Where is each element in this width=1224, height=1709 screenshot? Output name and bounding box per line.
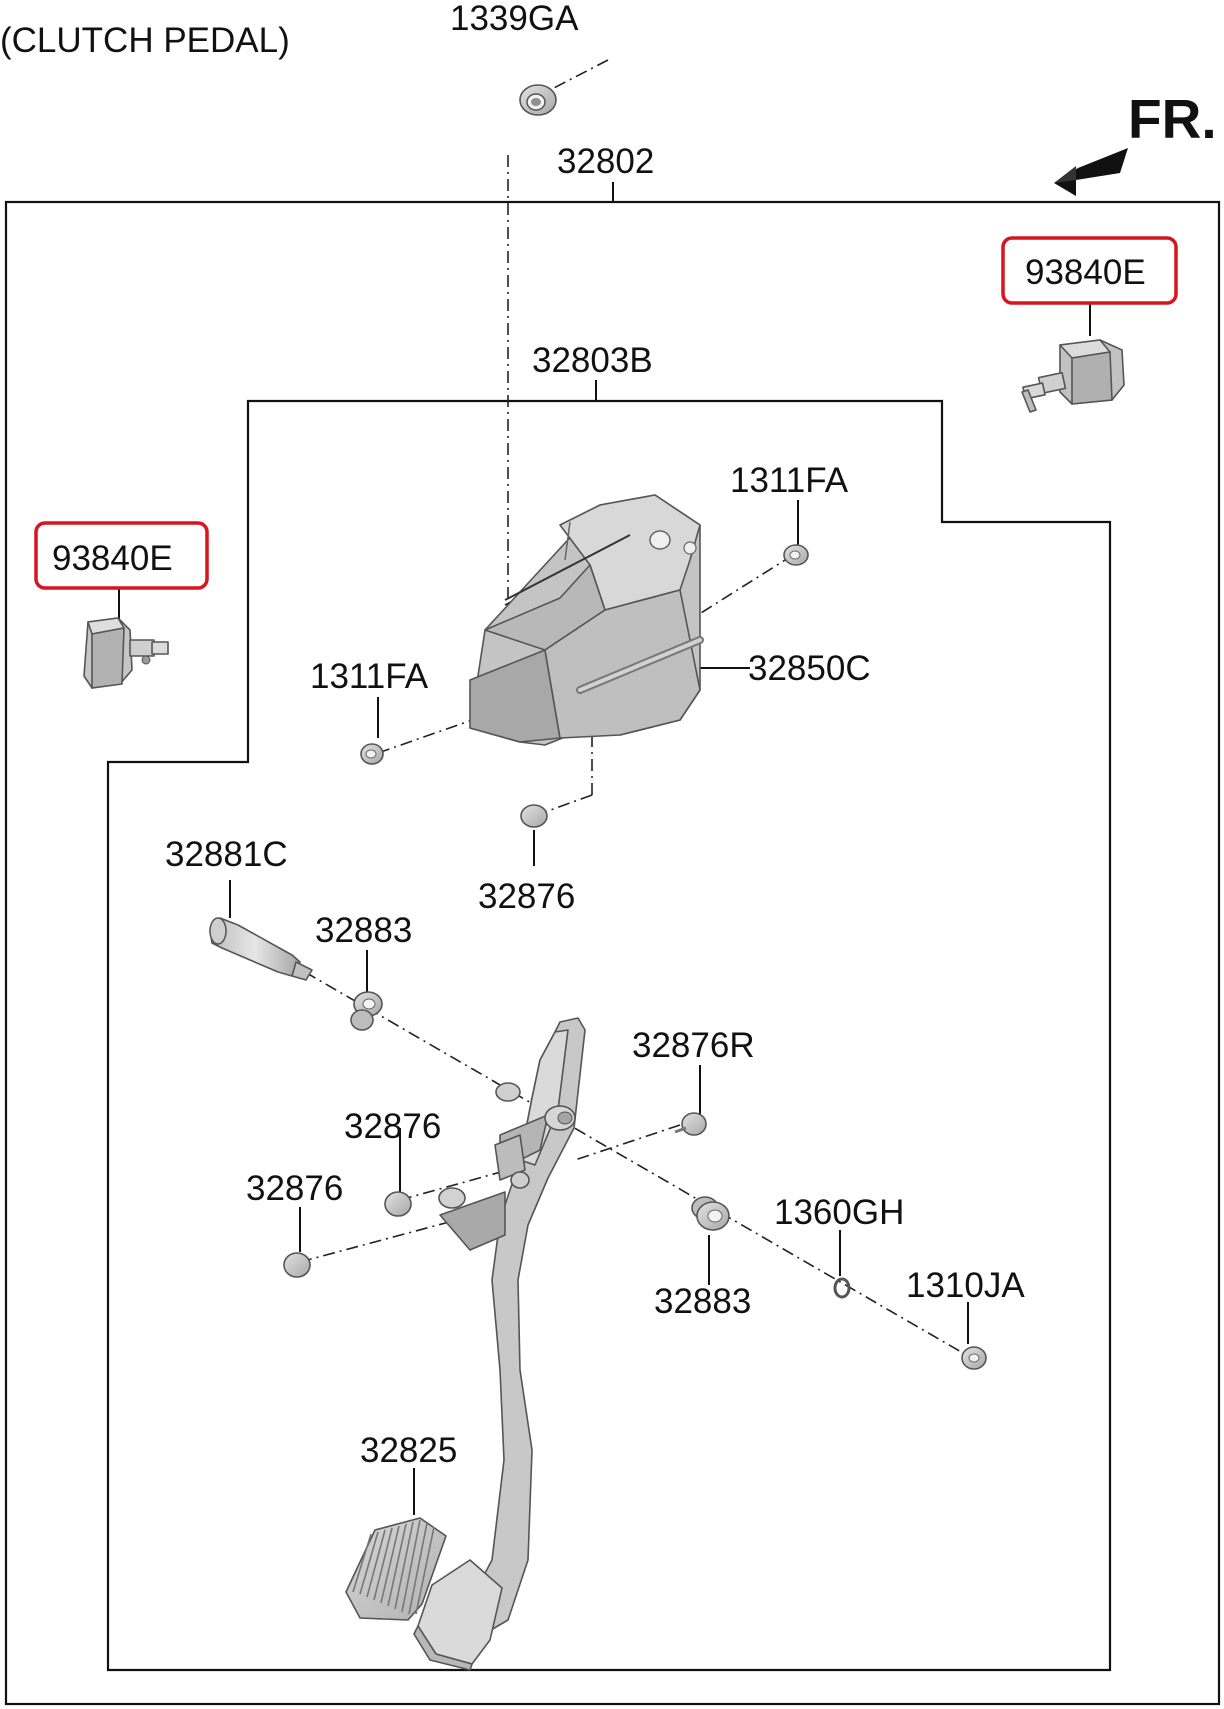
label-32876-low: 32876 [246, 1169, 343, 1208]
front-arrow-tip-icon [1054, 166, 1076, 183]
label-32883-bottom: 32883 [654, 1282, 751, 1321]
label-32876-mid: 32876 [344, 1107, 441, 1146]
front-direction-label: FR. [1128, 88, 1217, 150]
axis-32876r [574, 1124, 681, 1161]
axis-1311fa-right [684, 554, 794, 624]
assembly-32802-box [4, 200, 1221, 1706]
axis-pivot-shaft [304, 971, 976, 1361]
bushing-32883-bottom-icon [691, 1196, 730, 1231]
label-93840e-right: 93840E [1025, 253, 1146, 292]
axis-32876-low [299, 1202, 521, 1263]
axis-1311fa-left [377, 717, 479, 754]
highlight-93840e-left [34, 521, 209, 590]
shaft-32881c-icon [209, 917, 313, 981]
highlight-93840e-right [1001, 236, 1178, 305]
stopper-32876-mid-icon [384, 1191, 412, 1217]
pedal-pad-32825-icon [345, 1517, 447, 1621]
label-1360gh: 1360GH [774, 1193, 904, 1232]
diagram-title: (CLUTCH PEDAL) [0, 21, 290, 60]
label-32825: 32825 [360, 1431, 457, 1470]
label-1310ja: 1310JA [906, 1266, 1025, 1305]
label-32803b: 32803B [532, 341, 653, 380]
nut-1311fa-left-icon [360, 743, 384, 765]
axis-1339ga [549, 59, 609, 91]
nut-1310ja-icon [961, 1346, 987, 1370]
stopper-32876r-icon [674, 1112, 707, 1136]
stopper-32876-low-icon [283, 1252, 311, 1278]
bushing-32883-top-icon [350, 991, 383, 1031]
label-32883-top: 32883 [315, 911, 412, 950]
washer-1360gh-icon [833, 1277, 851, 1299]
front-arrow-icon [1054, 148, 1128, 196]
label-1311fa-left: 1311FA [310, 657, 429, 696]
bracket-32850c-icon [469, 494, 704, 746]
label-32876r: 32876R [632, 1026, 755, 1065]
stopper-32876-top-icon [520, 804, 548, 828]
axis-32876-top-b [544, 794, 593, 813]
nut-1339ga-icon [519, 84, 557, 116]
label-93840e-left: 93840E [52, 539, 173, 578]
label-32876-top: 32876 [478, 877, 575, 916]
label-32881c: 32881C [165, 835, 288, 874]
pedal-plate-icon [413, 1559, 503, 1671]
pedal-arm-icon [438, 1017, 586, 1641]
label-1311fa-right: 1311FA [730, 461, 849, 500]
axis-32876-mid [399, 1169, 509, 1201]
nut-1311fa-right-icon [783, 544, 809, 566]
label-32850c: 32850C [748, 649, 871, 688]
switch-93840e-right-icon [1021, 339, 1125, 413]
label-32802: 32802 [557, 142, 654, 181]
label-1339ga: 1339GA [450, 0, 579, 38]
bracket-32803b-box [106, 399, 1112, 1672]
switch-93840e-left-icon [83, 617, 169, 689]
